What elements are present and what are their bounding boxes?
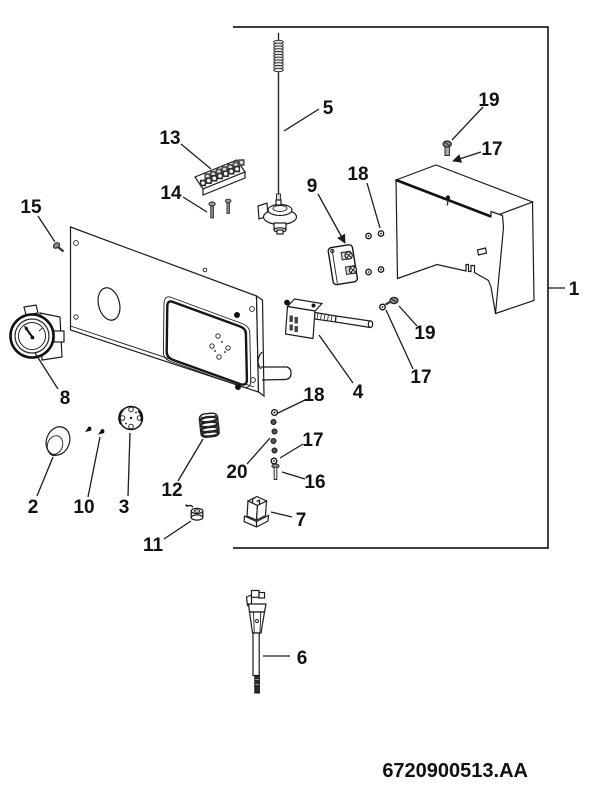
callout-17-bottom: 17 [302, 430, 323, 451]
mounting-panel [69, 226, 292, 398]
cover-screw-mid [379, 296, 399, 311]
cover-plate-pilot-holes [209, 333, 231, 360]
ribbed-knob [198, 412, 220, 438]
small-fixing-screws [85, 426, 105, 435]
callout-11: 11 [143, 535, 164, 556]
callout-14: 14 [160, 183, 182, 204]
callout-5: 5 [323, 98, 334, 119]
callout-15: 15 [20, 197, 42, 218]
micro-switch [327, 244, 359, 286]
capillary-probe [334, 315, 372, 329]
callout-20: 20 [226, 462, 247, 483]
lower-screw [271, 463, 280, 480]
spring-coil [273, 39, 284, 73]
callout-1: 1 [569, 279, 580, 300]
callout-13: 13 [159, 128, 180, 149]
temperature-gauge [9, 304, 65, 361]
callout-3: 3 [119, 497, 130, 518]
callout-16: 16 [304, 472, 325, 493]
callout-8: 8 [60, 388, 71, 409]
terminal-row-rear [204, 159, 245, 180]
leader-lines [34, 106, 484, 657]
switch-washers [365, 230, 385, 276]
dial-disc [118, 405, 144, 431]
gauge-needle [24, 325, 43, 340]
callout-2: 2 [28, 497, 39, 518]
callout-10: 10 [73, 497, 94, 518]
panel-round-hole [97, 287, 121, 321]
callout-17-mid: 17 [410, 367, 431, 388]
callout-7: 7 [296, 510, 307, 531]
panel-screw [52, 242, 65, 253]
regulator-head [257, 199, 298, 235]
callout-4: 4 [353, 382, 364, 403]
cover-plate-screw [235, 384, 241, 390]
probe-electrode [245, 589, 267, 694]
terminal-screws [208, 198, 232, 219]
terminal-row-front [199, 165, 241, 187]
washer-stack [270, 408, 279, 465]
callout-12: 12 [161, 480, 182, 501]
callout-18-top: 18 [347, 164, 368, 185]
cover-slot [476, 247, 488, 256]
cover-screw-top [442, 140, 452, 156]
callout-19-top: 19 [478, 90, 499, 111]
assembly-boundary [233, 26, 565, 549]
panel-cover-plate [162, 296, 252, 390]
enclosure-cover [394, 164, 535, 315]
spring-rod-assembly [257, 33, 298, 235]
callout-18-bottom: 18 [303, 385, 324, 406]
callout-9: 9 [307, 176, 318, 197]
switch-block [243, 495, 270, 528]
callout-17-top: 17 [481, 139, 502, 160]
cover-plate-screw [234, 312, 240, 318]
lens-cover [45, 426, 71, 457]
document-part-number: 6720900513.AA [382, 760, 528, 782]
panel-shelf-bracket [257, 351, 292, 381]
cover-mounting-hole [445, 195, 451, 206]
terminal-block [194, 159, 246, 196]
callout-19-mid: 19 [414, 323, 435, 344]
ferrule-cap [185, 504, 204, 521]
callout-6: 6 [297, 648, 308, 669]
thermostat [284, 298, 374, 340]
